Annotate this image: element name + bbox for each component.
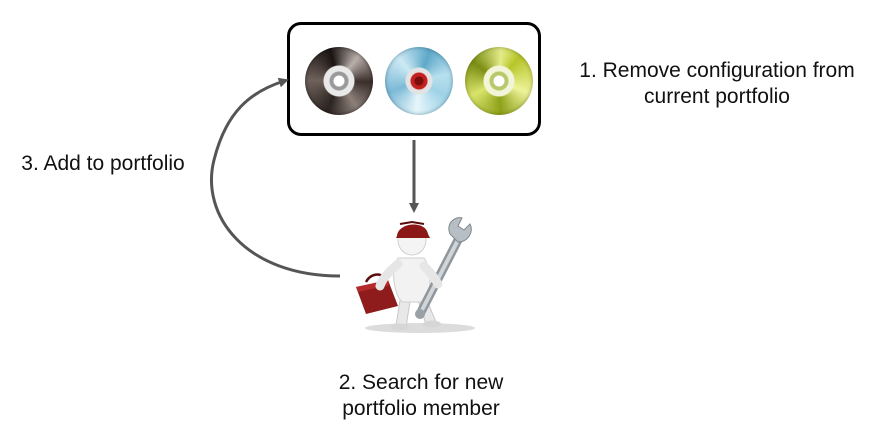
step-1-line-2: current portfolio xyxy=(644,85,790,108)
step-2-line-2: portfolio member xyxy=(342,397,500,420)
yellow-disc-icon xyxy=(465,47,533,115)
return-arrow xyxy=(210,77,341,278)
toolbox-icon xyxy=(356,273,398,314)
step-2-line-1: 2. Search for new xyxy=(338,371,504,394)
step-2-label: 2. Search for new portfolio member xyxy=(296,370,546,422)
step-3-line-1: 3. Add to portfolio xyxy=(21,152,185,175)
step-3-label: 3. Add to portfolio xyxy=(0,151,206,177)
black-disc-icon xyxy=(305,47,373,115)
step-1-label: 1. Remove configuration from current por… xyxy=(548,58,886,110)
worker-shadow xyxy=(365,323,475,333)
step-1-line-1: 1. Remove configuration from xyxy=(579,59,855,82)
worker-with-toolbox-and-wrench-icon xyxy=(356,217,475,333)
blue-disc-icon xyxy=(385,47,453,115)
portfolio-box xyxy=(287,22,541,136)
